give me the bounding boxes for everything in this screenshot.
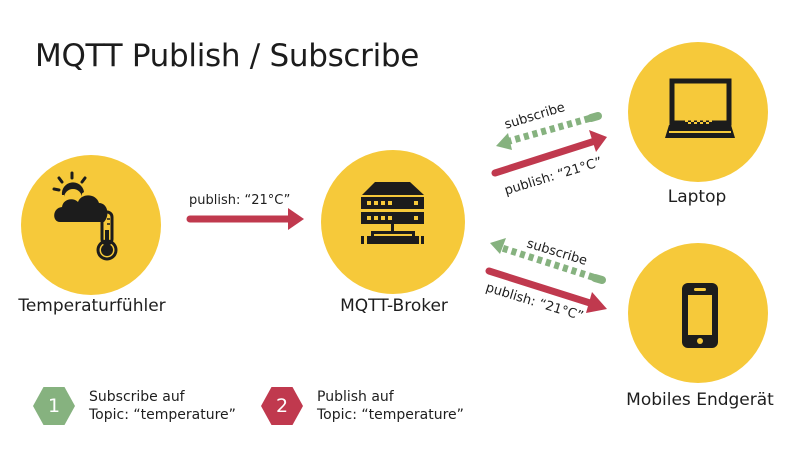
legend-item-publish: 2 Publish auf Topic: “temperature”	[261, 387, 464, 425]
sensor-node	[21, 155, 161, 295]
legend-item-subscribe: 1 Subscribe auf Topic: “temperature”	[33, 387, 236, 425]
laptop-node	[628, 42, 768, 182]
legend-line1: Subscribe auf	[89, 389, 185, 405]
smartphone-icon	[682, 283, 718, 348]
broker-label: MQTT-Broker	[340, 296, 448, 316]
subscribe-arrow-laptop-broker	[496, 112, 602, 150]
hexagon-badge-1: 1	[33, 387, 75, 425]
weather-thermometer-icon	[52, 171, 118, 261]
hexagon-badge-2: 2	[261, 387, 303, 425]
edge-label-publish-sensor: publish: “21°C”	[189, 193, 291, 208]
laptop-icon	[665, 78, 735, 138]
legend-line2: Topic: “temperature”	[317, 407, 464, 423]
laptop-label: Laptop	[667, 187, 727, 207]
publish-arrow-sensor-broker	[186, 208, 304, 230]
server-icon	[361, 182, 424, 244]
sensor-label: Temperaturfühler	[18, 296, 166, 316]
publish-arrow-broker-mobile	[485, 267, 607, 313]
subscribe-arrow-mobile-broker	[490, 238, 606, 284]
publish-arrow-broker-laptop	[491, 130, 607, 177]
legend-number: 2	[275, 395, 289, 417]
legend-line1: Publish auf	[317, 389, 394, 405]
legend-number: 1	[47, 395, 61, 417]
mobile-label: Mobiles Endgerät	[626, 390, 774, 410]
diagram-title: MQTT Publish / Subscribe	[35, 38, 420, 74]
legend-line2: Topic: “temperature”	[89, 407, 236, 423]
